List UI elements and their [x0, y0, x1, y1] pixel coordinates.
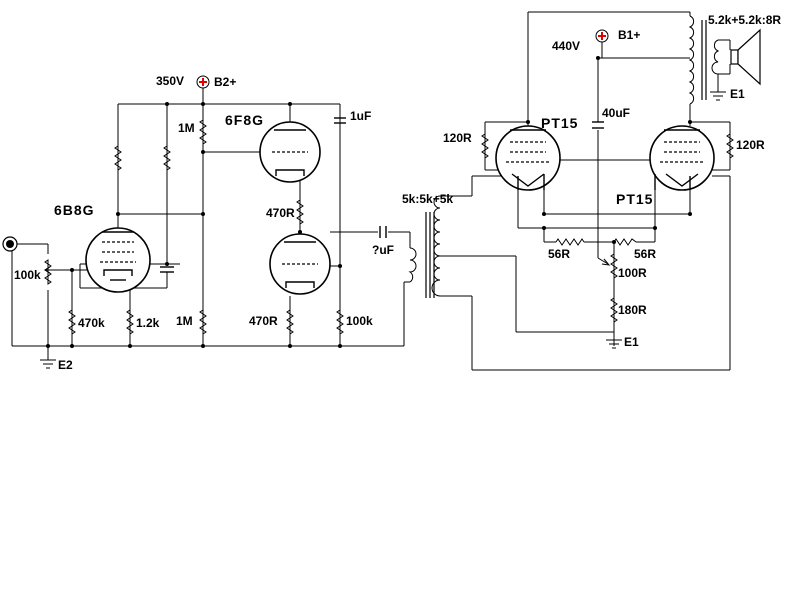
resistor-plate-1m: [199, 119, 207, 145]
resistor-56r-left: [555, 238, 585, 246]
label-ground-e1-cathode: E1: [624, 335, 639, 349]
label-grid-100k: 100k: [346, 314, 373, 328]
label-driver-transformer: 5k:5k+5k: [402, 192, 453, 206]
label-cap-coupling: ?uF: [372, 243, 394, 257]
label-b1-name: B1+: [618, 28, 640, 42]
resistor-6b8g-plate: [114, 145, 122, 171]
resistor-g2-120r-right: [726, 133, 734, 159]
label-ground-e1-output: E1: [730, 87, 745, 101]
ground-icon: [606, 339, 622, 349]
resistor-grid-100k: [336, 309, 344, 335]
tube-label-pt15-left: PT15: [541, 115, 578, 131]
resistor-56r-right: [613, 238, 637, 246]
label-g2-120r-left: 120R: [443, 131, 472, 145]
output-transformer: [688, 15, 720, 105]
resistor-ltp-470r-top: [296, 199, 304, 225]
label-ltp-470r-top: 470R: [266, 206, 295, 220]
label-cathode-1k2: 1.2k: [136, 316, 160, 330]
tube-label-6f8g: 6F8G: [225, 112, 264, 128]
labels: 6B8G 6F8G PT15 PT15 350V B2+ 440V B1+ E1…: [14, 13, 781, 372]
input-jack-icon[interactable]: [2, 236, 18, 252]
label-b2-voltage: 350V: [156, 74, 184, 88]
tube-label-6b8g: 6B8G: [54, 202, 95, 218]
label-grid-1m: 1M: [176, 314, 193, 328]
label-56r-right: 56R: [634, 247, 656, 261]
label-cathode-180r: 180R: [618, 303, 647, 317]
capacitor-decouple-1uf: [334, 117, 346, 124]
tube-6f8g-upper: [259, 121, 321, 183]
tube-label-pt15-right: PT15: [616, 191, 653, 207]
resistor-ltp-470r-bottom: [286, 309, 294, 335]
tube-6f8g-lower: [269, 233, 331, 295]
label-vol-pot: 100k: [14, 268, 41, 282]
supply-terminal-icon: [595, 29, 609, 43]
label-grid-470k: 470k: [78, 316, 105, 330]
label-b2-name: B2+: [214, 75, 236, 89]
volume-potentiometer: [44, 259, 54, 285]
label-cap-1uf: 1uF: [350, 109, 371, 123]
tube-pt15-left: [495, 125, 561, 191]
label-g2-120r-right: 120R: [736, 138, 765, 152]
capacitor-screen-decouple: [160, 266, 174, 275]
driver-transformer: [408, 195, 441, 298]
resistor-g2-120r-left: [481, 133, 489, 159]
resistor-cathode-180r: [610, 297, 618, 323]
ground-icon: [40, 359, 56, 369]
resistor-cathode-1k2: [126, 309, 134, 335]
label-ground-e2: E2: [58, 358, 73, 372]
balance-potentiometer: [597, 253, 618, 279]
resistor-grid-470k: [68, 309, 76, 335]
capacitor-coupling: [379, 226, 387, 238]
label-output-transformer: 5.2k+5.2k:8R: [708, 13, 781, 27]
label-ltp-470r-bottom: 470R: [249, 314, 278, 328]
label-b1-voltage: 440V: [552, 39, 580, 53]
capacitor-filter-40uf: [592, 121, 604, 129]
resistor-grid-1m: [199, 309, 207, 335]
ground-icon: [710, 91, 726, 101]
tube-6b8g: [85, 227, 151, 293]
label-cap-40uf: 40uF: [602, 106, 630, 120]
supply-terminal-icon: [196, 75, 210, 89]
label-56r-left: 56R: [548, 247, 570, 261]
speaker-icon: [730, 28, 761, 86]
tube-pt15-right: [649, 125, 715, 191]
label-pot-100r: 100R: [618, 266, 647, 280]
resistor-6b8g-screen: [163, 145, 171, 171]
label-plate-1m: 1M: [178, 121, 195, 135]
junction-dots: [46, 56, 692, 348]
